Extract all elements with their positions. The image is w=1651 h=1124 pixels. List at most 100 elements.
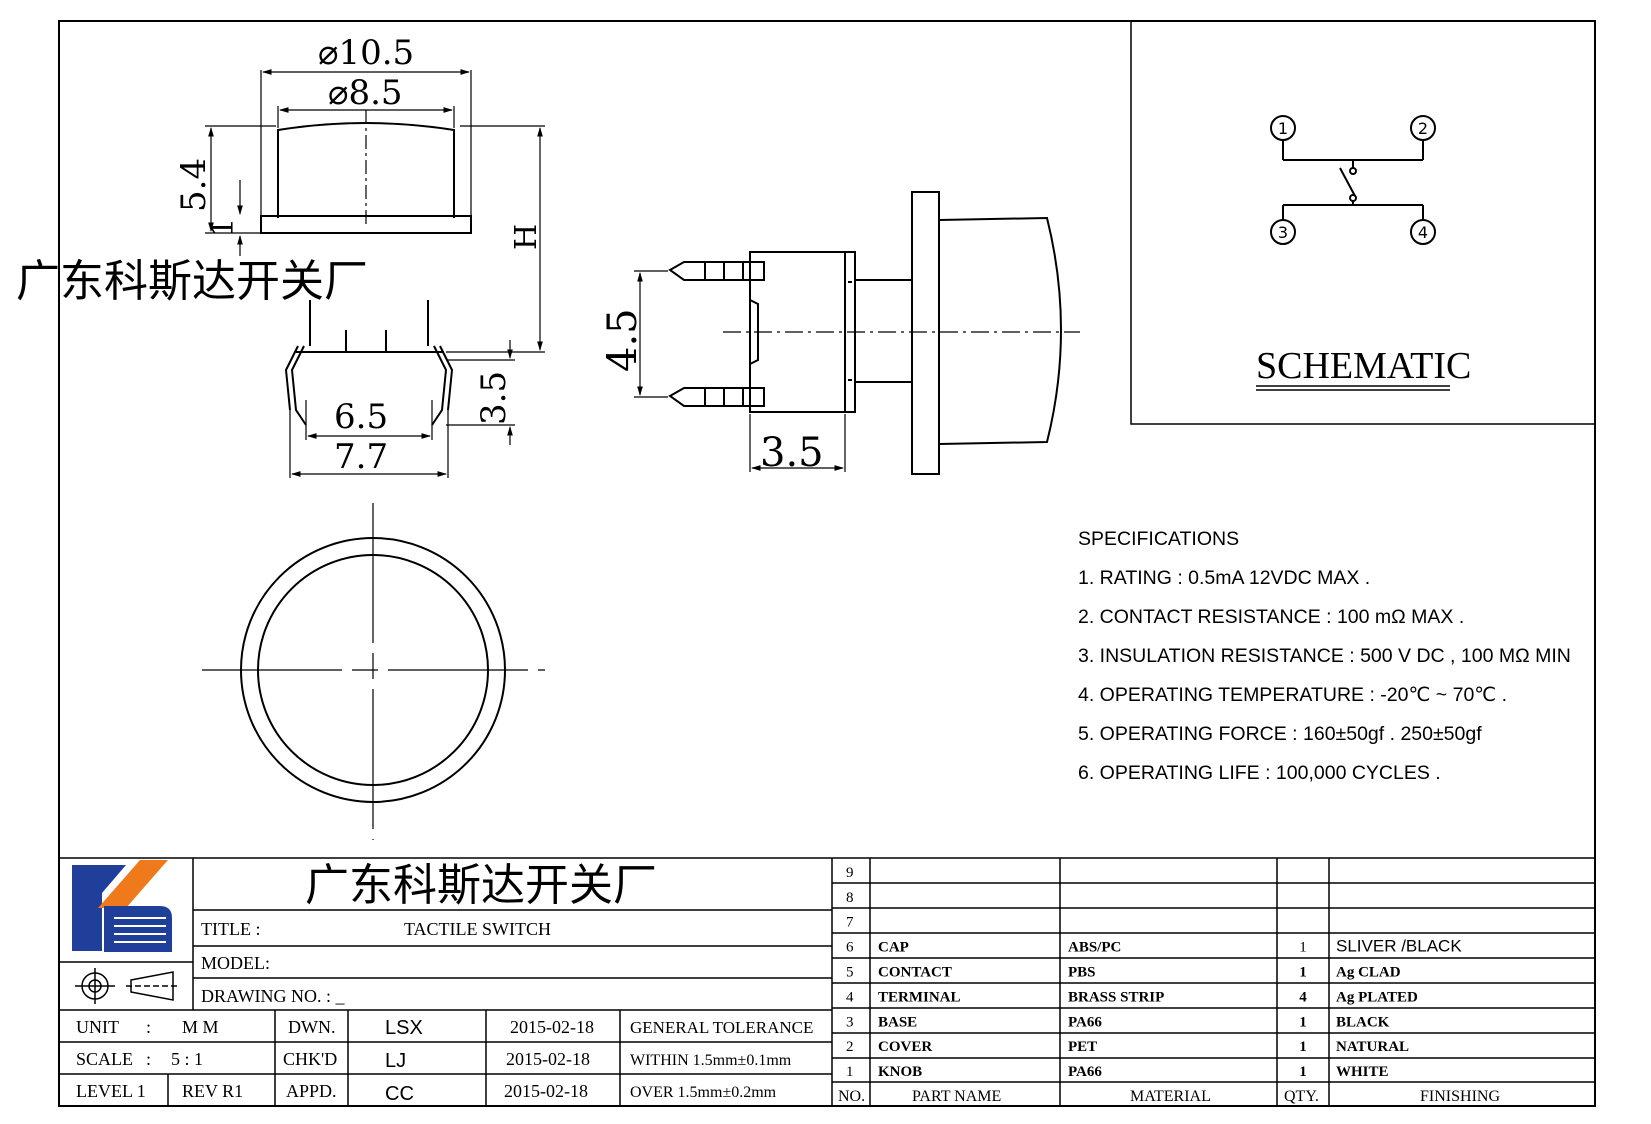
bom-cell-qty: 1 [1299,1014,1307,1030]
bom-header-finishing: FINISHING [1420,1088,1500,1105]
drawing-no-label: DRAWING NO. : _ [201,986,346,1006]
bottom-view [202,503,545,840]
model-label: MODEL: [201,953,270,973]
title-value: TACTILE SWITCH [404,919,551,939]
bom-cell-no: 1 [846,1064,854,1080]
dim-pin-pitch-inner: 6.5 [334,397,388,437]
bom-cell-no: 8 [846,890,854,906]
watermark-company: 广东科斯达开关厂 [16,256,368,307]
bom-cell-part: CAP [878,940,909,956]
chkd-name: LJ [385,1050,406,1072]
bom-cell-no: 7 [846,915,854,931]
scale-colon: : [146,1049,151,1069]
bom-cell-material: PA66 [1068,1014,1102,1030]
bom-cell-material: PA66 [1068,1064,1102,1080]
bom-cell-no: 6 [846,940,854,956]
appd-label: APPD. [286,1081,337,1101]
spec-item-1: 1. RATING : 0.5mA 12VDC MAX . [1078,567,1371,589]
spec-item-2: 2. CONTACT RESISTANCE : 100 mΩ MAX . [1078,606,1465,628]
bom-cell-finishing: Ag CLAD [1336,965,1401,981]
schematic-pin-3: 3 [1278,223,1288,242]
dim-cap-inner-dia: ⌀8.5 [328,73,403,113]
bom-cell-finishing: WHITE [1336,1064,1389,1080]
appd-date: 2015-02-18 [504,1081,588,1101]
bom-cell-material: PBS [1068,965,1096,981]
schematic-circuit [1270,115,1436,245]
projection-symbol-icon [75,968,178,1004]
dim-side-pitch: 4.5 [600,308,646,372]
bom-cell-finishing: SLIVER /BLACK [1336,937,1462,956]
bom-cell-finishing: Ag PLATED [1336,989,1418,1005]
dim-side-pin-length: 3.5 [760,430,824,476]
specifications: SPECIFICATIONS 1. RATING : 0.5mA 12VDC M… [1078,520,1638,793]
bom-header-no: NO. [838,1088,865,1105]
bom-cell-qty: 1 [1299,1039,1307,1055]
spec-item-3: 3. INSULATION RESISTANCE : 500 V DC , 10… [1078,645,1571,667]
schematic-pin-4: 4 [1418,223,1428,242]
bom-cell-qty: 1 [1299,965,1307,981]
bom-cell-part: CONTACT [878,965,952,981]
bom-header-material: MATERIAL [1130,1088,1211,1105]
dwn-date: 2015-02-18 [510,1017,594,1037]
bom-cell-no: 4 [846,989,854,1005]
front-view-dimensions [205,69,545,478]
title-label: TITLE : [201,919,260,939]
bom-cell-part: TERMINAL [878,989,961,1005]
dim-height-total: 5.4 [174,158,214,212]
chkd-date: 2015-02-18 [506,1049,590,1069]
bom-header-part-name: PART NAME [912,1088,1001,1105]
bom-cell-qty: 1 [1299,1064,1307,1080]
dim-cap-outer-dia: ⌀10.5 [318,33,414,73]
sheet-border [58,20,1596,1107]
bom-cell-finishing: NATURAL [1336,1039,1409,1055]
company-logo [72,860,172,952]
rev-label: REV R1 [182,1081,243,1101]
bom-cell-part: KNOB [878,1064,922,1080]
specifications-heading: SPECIFICATIONS [1078,528,1240,550]
dim-terminal-length: 3.5 [474,371,514,425]
dwn-label: DWN. [288,1017,336,1037]
title-block-grid [59,857,1595,1106]
tolerance-over: OVER 1.5mm±0.2mm [630,1084,777,1101]
bom-cell-no: 2 [846,1039,854,1055]
level-label: LEVEL 1 [76,1081,146,1101]
bom-cell-part: BASE [878,1014,917,1030]
bom-cell-qty: 1 [1299,940,1307,956]
unit-label: UNIT [76,1017,119,1037]
dim-pin-pitch-outer: 7.7 [334,437,388,477]
schematic-title: SCHEMATIC [1256,345,1471,387]
spec-item-5: 5. OPERATING FORCE : 160±50gf . 250±50gf [1078,723,1482,745]
bom-header-qty: QTY. [1284,1088,1319,1105]
schematic-pin-1: 1 [1278,119,1288,138]
unit-value: M M [182,1017,219,1037]
bom-cell-no: 5 [846,965,854,981]
side-view-dimensions [634,270,846,472]
bom-cell-finishing: BLACK [1336,1014,1390,1030]
chkd-label: CHK'D [283,1049,337,1069]
bom-cell-qty: 4 [1299,989,1307,1005]
spec-item-6: 6. OPERATING LIFE : 100,000 CYCLES . [1078,762,1441,784]
dim-height-label: H [509,224,544,250]
title-block-company: 广东科斯达开关厂 [305,860,657,911]
appd-name: CC [385,1083,414,1105]
tolerance-within: WITHIN 1.5mm±0.1mm [630,1052,792,1069]
dwn-name: LSX [385,1017,423,1039]
scale-label: SCALE [76,1049,133,1069]
scale-value: 5 : 1 [171,1049,203,1069]
bom-cell-material: PET [1068,1039,1097,1055]
front-view [260,110,472,426]
bom-cell-part: COVER [878,1039,932,1055]
side-view [668,191,1080,475]
schematic-box [1130,20,1596,425]
bom-cell-no: 9 [846,865,854,881]
schematic-pin-2: 2 [1418,119,1428,138]
spec-item-4: 4. OPERATING TEMPERATURE : -20℃ ~ 70℃ . [1078,684,1508,706]
bom-cell-material: BRASS STRIP [1068,989,1164,1005]
bom-cell-material: ABS/PC [1068,940,1121,956]
tolerance-heading: GENERAL TOLERANCE [630,1018,813,1037]
dim-flange: 1 [206,218,241,237]
unit-colon: : [146,1017,151,1037]
bom-cell-no: 3 [846,1014,854,1030]
